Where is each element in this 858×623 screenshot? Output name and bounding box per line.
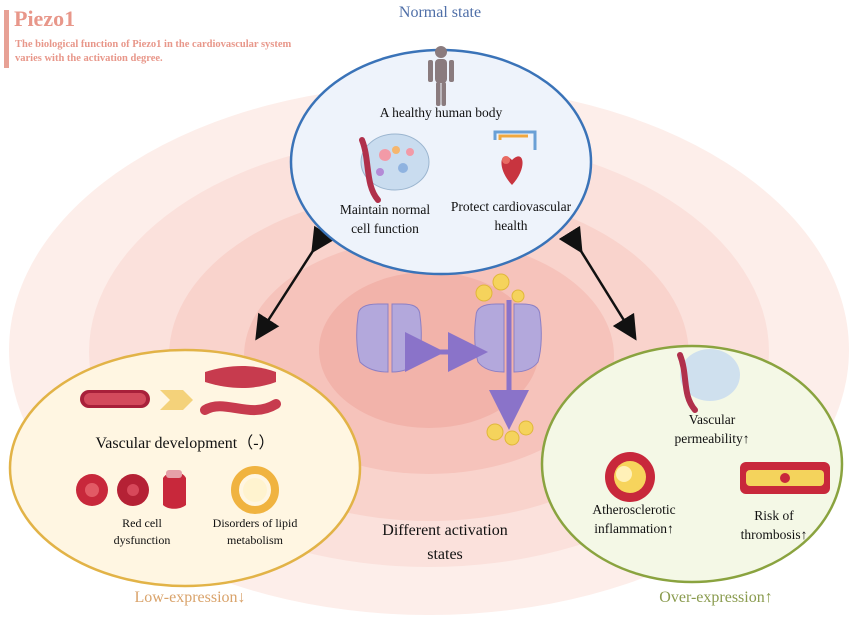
page-title: Piezo1: [14, 6, 76, 31]
red-cell-dysfunction-label: Red cell dysfunction: [113, 516, 171, 547]
atherosclerotic-vessel-icon: [605, 452, 655, 502]
lipid-ring-icon: [231, 466, 279, 514]
healthy-body-label: A healthy human body: [379, 105, 503, 120]
vascular-permeability-label: Vascular permeability↑: [674, 412, 750, 446]
protect-cardiovascular-label: Protect cardiovascular health: [450, 199, 572, 233]
vessel-icon-straight: [80, 390, 150, 408]
vessel-icon-bulge: [205, 366, 276, 388]
header-accent-bar: [4, 10, 9, 68]
low-expression-label: Low-expression↓: [134, 589, 246, 606]
cell-tissue-icon: [359, 133, 430, 203]
connection-arrows: [255, 225, 637, 341]
lipid-metabolism-label: Disorders of lipid metabolism: [212, 516, 298, 547]
vessel-icon-bent: [200, 399, 281, 416]
vascular-development-label: Vascular development（-）: [95, 435, 275, 452]
over-expression-label: Over-expression↑: [659, 589, 773, 606]
arrow-normal-to-low: [255, 225, 336, 341]
thrombosis-vessel-icon: [740, 462, 830, 494]
normal-panel: [289, 48, 593, 276]
chevron-arrow-icon: [160, 390, 193, 410]
red-cell-icons: [76, 470, 186, 509]
permeability-icon: [677, 349, 740, 413]
heart-icon: [493, 130, 537, 185]
low-panel: [8, 348, 362, 588]
arrow-normal-to-over: [558, 225, 637, 341]
thrombosis-risk-label: Risk of thrombosis↑: [740, 508, 808, 542]
ion-particles: [475, 273, 534, 446]
human-body-icon: [428, 46, 454, 106]
maintain-cell-function-label: Maintain normal cell function: [339, 202, 431, 236]
activation-states-label: Different activation states: [382, 522, 508, 563]
over-panel: [540, 344, 844, 584]
page-subtitle: The biological function of Piezo1 in the…: [15, 39, 292, 64]
normal-state-label: Normal state: [398, 4, 482, 21]
atherosclerotic-inflammation-label: Atherosclerotic inflammation↑: [592, 502, 676, 536]
